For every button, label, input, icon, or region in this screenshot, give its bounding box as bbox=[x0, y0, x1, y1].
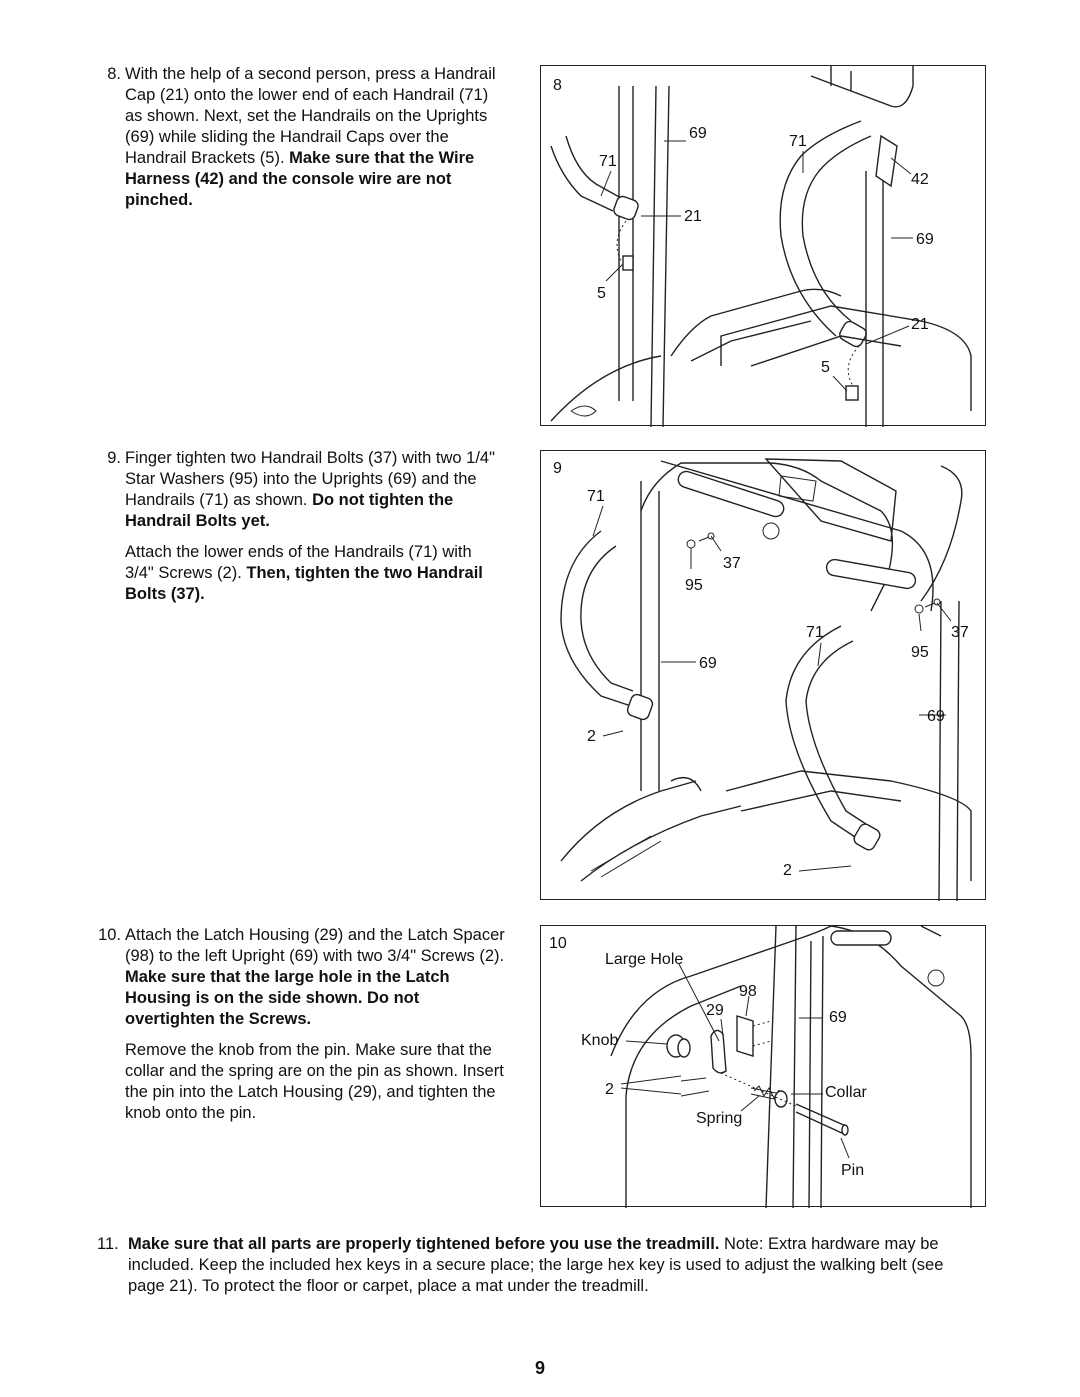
callout-95: 95 bbox=[685, 577, 703, 594]
step-number: 8. bbox=[107, 65, 121, 83]
callout-69: 69 bbox=[916, 231, 934, 248]
callout-2: 2 bbox=[587, 728, 596, 745]
callout-5: 5 bbox=[597, 285, 606, 302]
figure-10-drawing: 10 Large Hole 98 29 69 Knob 2 Collar Spr… bbox=[549, 926, 972, 1208]
figure-label: 10 bbox=[549, 935, 567, 952]
warning-text: Do not tighten the Handrail Bolts yet. bbox=[125, 491, 454, 530]
callout-71: 71 bbox=[789, 133, 807, 150]
callout-2: 2 bbox=[605, 1081, 614, 1098]
callout-71: 71 bbox=[587, 488, 605, 505]
figure-8: 8 69 71 21 5 71 42 69 2 bbox=[540, 65, 986, 427]
callout-69: 69 bbox=[689, 125, 707, 142]
figure-8-drawing: 8 69 71 21 5 71 42 69 2 bbox=[550, 66, 972, 427]
instruction-text: Attach the Latch Housing (29) and the La… bbox=[125, 926, 505, 965]
callout-21: 21 bbox=[911, 316, 929, 333]
step-text: Make sure that all parts are properly ti… bbox=[128, 1234, 978, 1297]
instruction-text: Remove the knob from the pin. Make sure … bbox=[125, 1041, 504, 1122]
step-number: 9. bbox=[107, 449, 121, 467]
callout-5: 5 bbox=[821, 359, 830, 376]
instruction-text: Note: Extra hardware may be included. Ke… bbox=[128, 1235, 944, 1295]
label-collar: Collar bbox=[825, 1084, 867, 1101]
page-number: 9 bbox=[534, 1358, 545, 1378]
callout-69: 69 bbox=[699, 655, 717, 672]
step-text: Attach the Latch Housing (29) and the La… bbox=[125, 925, 505, 1124]
step-text: With the help of a second person, press … bbox=[125, 64, 510, 211]
callout-42: 42 bbox=[911, 171, 929, 188]
callout-98: 98 bbox=[739, 983, 757, 1000]
callout-37: 37 bbox=[723, 555, 741, 572]
label-pin: Pin bbox=[841, 1162, 864, 1179]
step-text: Finger tighten two Handrail Bolts (37) w… bbox=[125, 448, 505, 605]
callout-2: 2 bbox=[783, 862, 792, 879]
callout-69: 69 bbox=[927, 708, 945, 725]
warning-text: Make sure that the large hole in the Lat… bbox=[125, 968, 450, 1028]
callout-69: 69 bbox=[829, 1009, 847, 1026]
callout-21: 21 bbox=[684, 208, 702, 225]
step-number: 11. bbox=[97, 1235, 119, 1253]
warning-text: Then, tighten the two Handrail Bolts (37… bbox=[125, 564, 483, 603]
figure-10: 10 Large Hole 98 29 69 Knob 2 Collar Spr… bbox=[540, 925, 986, 1208]
warning-text: Make sure that the Wire Harness (42) and… bbox=[125, 149, 475, 209]
instruction-text: Finger tighten two Handrail Bolts (37) w… bbox=[125, 449, 495, 509]
figure-9-drawing: 9 71 37 95 69 2 bbox=[553, 458, 972, 901]
callout-71: 71 bbox=[806, 624, 824, 641]
instruction-text: Attach the lower ends of the Handrails (… bbox=[125, 543, 472, 582]
callout-large-hole: Large Hole bbox=[605, 951, 683, 968]
label-spring: Spring bbox=[696, 1110, 742, 1127]
figure-9: 9 71 37 95 69 2 bbox=[540, 450, 986, 901]
figure-label: 9 bbox=[553, 460, 562, 477]
callout-71: 71 bbox=[599, 153, 617, 170]
figure-label: 8 bbox=[553, 77, 562, 94]
step-number: 10. bbox=[98, 926, 121, 944]
callout-37: 37 bbox=[951, 624, 969, 641]
label-knob: Knob bbox=[581, 1032, 618, 1049]
instruction-text: With the help of a second person, press … bbox=[125, 65, 496, 167]
warning-text: Make sure that all parts are properly ti… bbox=[128, 1235, 720, 1253]
callout-29: 29 bbox=[706, 1002, 724, 1019]
callout-95: 95 bbox=[911, 644, 929, 661]
